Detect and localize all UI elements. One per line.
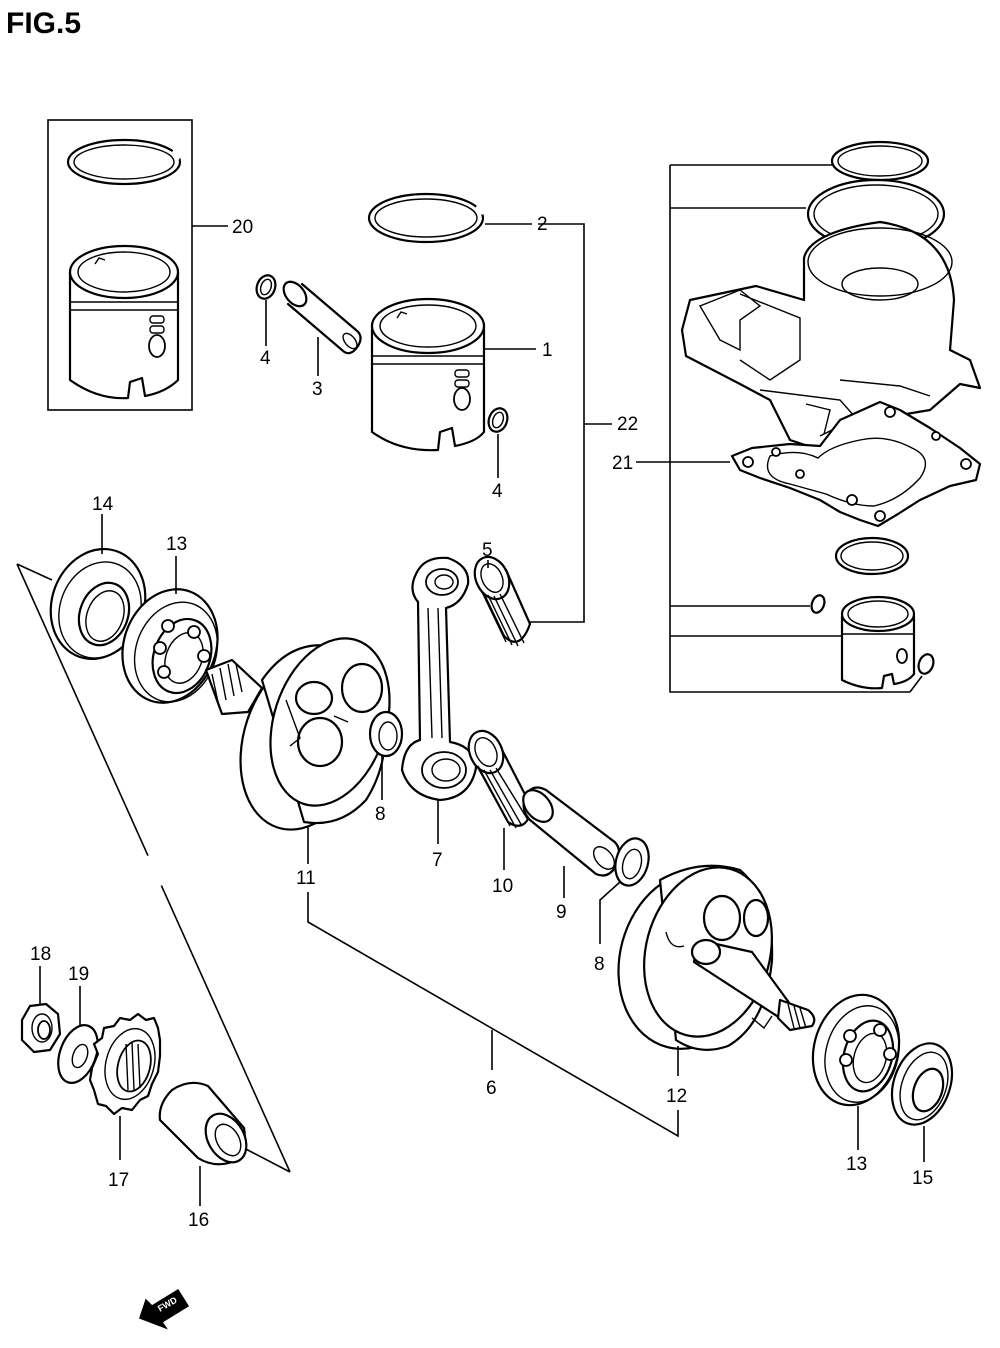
callout-3: 3 [312, 379, 323, 400]
figure-title: FIG.5 [6, 7, 81, 40]
callout-8-left: 8 [375, 804, 386, 825]
spacer-collar-16 [158, 1081, 248, 1166]
piston-ring-20 [66, 138, 182, 186]
circlip-kit-left [810, 594, 826, 614]
callout-5: 5 [482, 540, 493, 561]
ball-bearing-13-left [121, 588, 219, 704]
piston-ring-kit [834, 536, 910, 576]
guide-line-top [16, 563, 53, 581]
circlip-4-left [255, 274, 277, 300]
callout-4-lower: 4 [492, 481, 503, 502]
callout-17: 17 [108, 1170, 129, 1191]
thrust-washer-8-left [368, 710, 404, 758]
callout-9: 9 [556, 902, 567, 923]
callout-22: 22 [617, 414, 638, 435]
piston-set-box [47, 119, 193, 411]
primary-drive-gear-17 [88, 1012, 162, 1116]
callout-16: 16 [188, 1210, 209, 1231]
cylinder-base-gasket-21 [730, 400, 982, 528]
piston-ring-2 [367, 192, 486, 244]
callout-12: 12 [666, 1086, 687, 1107]
guide-line-bottom [239, 1145, 291, 1173]
callout-8-right: 8 [594, 954, 605, 975]
connecting-rod-7 [400, 556, 478, 802]
piston-pin-3 [282, 280, 362, 355]
callout-21: 21 [612, 453, 633, 474]
callout-14: 14 [92, 494, 114, 515]
gasket-ring-top [830, 140, 930, 182]
callout-13-right: 13 [846, 1154, 867, 1175]
ball-bearing-13-right [811, 993, 901, 1107]
nut-18 [20, 1002, 62, 1054]
callout-1: 1 [542, 340, 553, 361]
forward-direction-arrow: FWD [139, 1288, 190, 1330]
piston-20 [68, 244, 180, 400]
callout-10: 10 [492, 876, 513, 897]
callout-20: 20 [232, 217, 253, 238]
callout-18: 18 [30, 944, 51, 965]
callout-7: 7 [432, 850, 443, 871]
circlip-4-right [487, 407, 509, 433]
oil-seal-15 [890, 1042, 954, 1126]
crankshaft-right-half-12 [617, 864, 816, 1051]
circlip-kit-right [917, 653, 935, 675]
callout-13-left: 13 [166, 534, 187, 555]
needle-bearing-5 [473, 555, 532, 647]
piston-kit [840, 595, 916, 690]
cylinder-kit-bracket [669, 164, 923, 693]
crankshaft-left-half-11 [204, 637, 391, 831]
callout-15: 15 [912, 1168, 933, 1189]
crank-pin-9 [522, 786, 621, 877]
callout-4-upper: 4 [260, 348, 271, 369]
cylinder [680, 220, 982, 452]
callout-6: 6 [486, 1078, 497, 1099]
callout-19: 19 [68, 964, 89, 985]
thrust-washer-8-right [614, 837, 650, 887]
piston-1 [370, 297, 486, 452]
callout-11: 11 [296, 868, 316, 889]
